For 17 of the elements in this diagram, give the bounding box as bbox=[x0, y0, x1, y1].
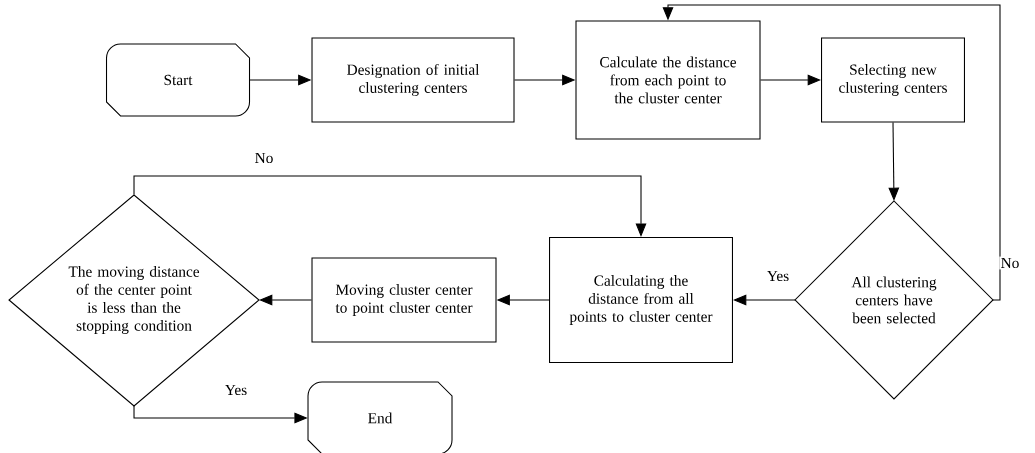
terminal-box: Start bbox=[106, 43, 251, 117]
arrow bbox=[888, 122, 900, 201]
process-box: Selecting new clustering centers bbox=[821, 37, 965, 123]
arrow bbox=[662, 4, 1001, 301]
process-box: Moving cluster center to point cluster center bbox=[311, 257, 497, 343]
edge-label: No bbox=[253, 151, 275, 165]
process-box: Calculating the distance from all points to cluster center bbox=[549, 236, 733, 364]
arrow bbox=[259, 294, 312, 306]
arrow bbox=[760, 74, 821, 86]
process-box: Designation of initial clustering centers bbox=[311, 37, 515, 123]
arrow bbox=[733, 294, 796, 306]
terminal-box: End bbox=[307, 381, 453, 453]
edge-label: No bbox=[999, 256, 1021, 270]
edge-label: Yes bbox=[765, 269, 791, 283]
edge-label: Yes bbox=[223, 383, 249, 397]
process-box: Calculate the distance from each point to the cluster center bbox=[575, 20, 761, 140]
arrow bbox=[133, 175, 647, 237]
